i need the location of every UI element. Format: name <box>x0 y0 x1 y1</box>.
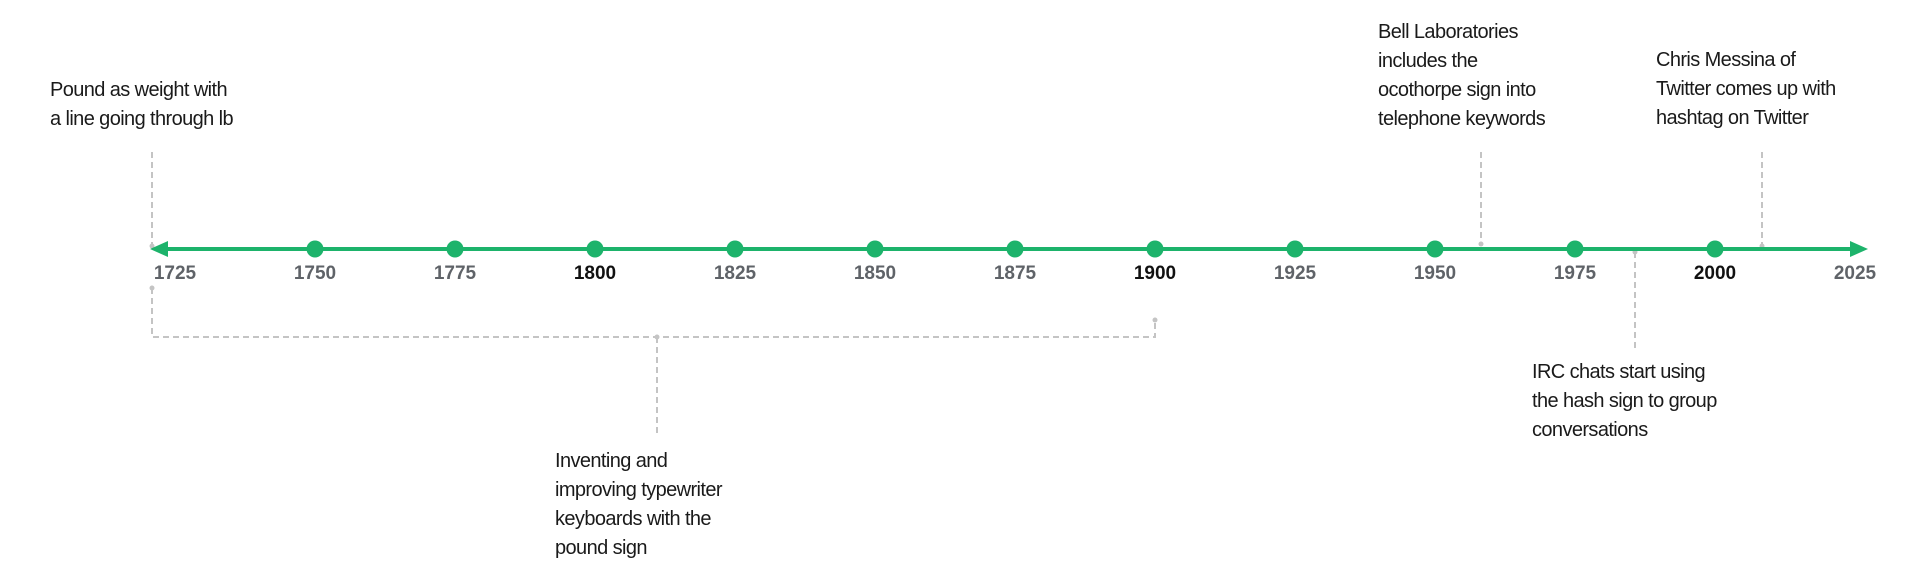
event-pound-weight: Pound as weight with a line going throug… <box>50 79 234 130</box>
year-label-1900: 1900 <box>1134 263 1176 284</box>
year-label-1775: 1775 <box>434 263 477 284</box>
connector-dot <box>1478 241 1484 247</box>
year-markers <box>306 240 1724 258</box>
year-marker-1800 <box>586 240 604 258</box>
year-label-1850: 1850 <box>854 263 896 284</box>
year-label-2000: 2000 <box>1694 263 1736 284</box>
year-labels: 1725 1750 1775 1800 1825 1850 1875 1900 1925 1950… <box>154 263 1877 284</box>
year-label-1750: 1750 <box>294 263 336 284</box>
year-label-1825: 1825 <box>714 263 757 284</box>
year-label-1950: 1950 <box>1414 263 1456 284</box>
year-marker-1925 <box>1286 240 1304 258</box>
connector-dot <box>149 243 155 249</box>
axis-arrow-left <box>150 241 168 257</box>
axis-arrow-right <box>1850 241 1868 257</box>
connector-dot <box>149 285 155 291</box>
year-marker-1950 <box>1426 240 1444 258</box>
year-label-1800: 1800 <box>574 263 616 284</box>
year-marker-1775 <box>446 240 464 258</box>
event-twitter: Chris Messina of Twitter comes up with h… <box>1656 49 1836 129</box>
year-label-1725: 1725 <box>154 263 197 284</box>
year-marker-1900 <box>1146 240 1164 258</box>
connector-dot <box>1152 317 1158 323</box>
connector-typewriter-bracket <box>151 288 1156 338</box>
year-marker-1750 <box>306 240 324 258</box>
year-marker-1850 <box>866 240 884 258</box>
year-label-1925: 1925 <box>1274 263 1317 284</box>
connector-dot <box>654 334 660 340</box>
year-label-1875: 1875 <box>994 263 1037 284</box>
connector-end-dots <box>149 241 1765 340</box>
year-marker-1825 <box>726 240 744 258</box>
event-irc: IRC chats start using the hash sign to g… <box>1532 361 1717 441</box>
year-marker-1975 <box>1566 240 1584 258</box>
year-marker-2000 <box>1706 240 1724 258</box>
year-label-1975: 1975 <box>1554 263 1597 284</box>
year-label-2025: 2025 <box>1834 263 1877 284</box>
event-connectors <box>151 152 1763 435</box>
year-marker-1875 <box>1006 240 1024 258</box>
event-typewriter: Inventing and improving typewriter keybo… <box>555 450 723 559</box>
event-bell-labs: Bell Laboratories includes the ocothorpe… <box>1378 21 1546 130</box>
